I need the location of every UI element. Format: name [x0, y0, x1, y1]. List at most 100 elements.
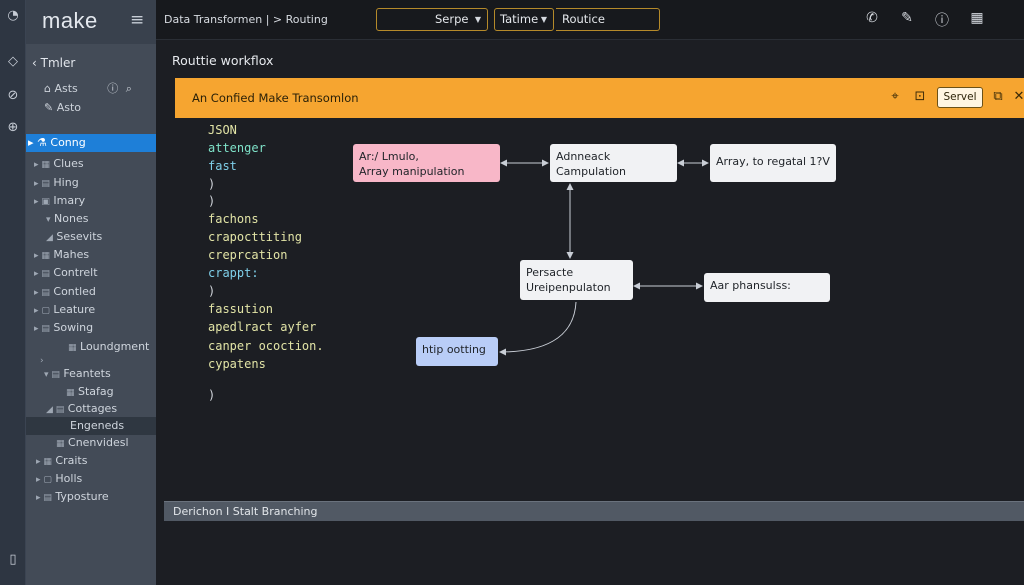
sidebar-item-icon: ▸ ▤ — [34, 269, 50, 279]
alert-banner: An Confied Make Transomlon ⌖ ⊡ Servel ⧉ … — [175, 78, 1024, 118]
dropdown-arrow-icon: ▼ — [540, 15, 547, 24]
logo-glyph-icon[interactable]: ◔ — [7, 8, 19, 23]
search-icon[interactable]: ⌕ — [125, 82, 132, 95]
sidebar-item-icon: ▸ ▦ — [36, 457, 52, 467]
globe-icon[interactable]: ⊕ — [7, 120, 19, 135]
node-regatal[interactable]: Array, to regatal 1?V — [710, 144, 836, 182]
sidebar-item-sowing[interactable]: ▸ ▤ Sowing — [26, 319, 156, 337]
routice-select[interactable]: Routice — [556, 8, 660, 31]
sidebar-item-icon: ▸ ▢ — [34, 306, 50, 316]
node-array-manipulation[interactable]: Ar:/ Lmulo, Array manipulation — [353, 144, 500, 182]
sidebar-item-icon: ▸ ▦ — [34, 251, 50, 261]
sidebar-item-mahes[interactable]: ▸ ▦ Mahes — [26, 246, 156, 264]
sidebar-item-icon: ▸ ⚗ — [28, 136, 47, 149]
info-icon[interactable]: ⓘ — [935, 13, 949, 29]
pen-icon[interactable]: ✎ — [901, 10, 913, 26]
collapse-chevron-icon[interactable]: › — [40, 356, 44, 366]
code-line: ) — [208, 284, 216, 298]
edit-icon: ✎ — [44, 101, 57, 114]
sidebar-item-nones[interactable]: ▾ Nones — [26, 210, 156, 228]
sidebar-item-icon: ▦ — [56, 439, 65, 449]
copy-icon[interactable]: ⧉ — [993, 89, 1003, 104]
sidebar-header: make ≡ — [26, 0, 156, 44]
code-line: ) — [208, 388, 216, 402]
sidebar-item-icon: ▾ — [46, 215, 51, 225]
tatime-select[interactable]: Tatime▼ — [494, 8, 554, 31]
sidebar-item-cnenvidesl[interactable]: ▦ Cnenvidesl — [26, 434, 156, 452]
code-line: ) — [208, 177, 216, 191]
sidebar-sub-item[interactable]: ✎ Asto — [44, 101, 82, 114]
serpe-select[interactable]: Serpe▼ — [376, 8, 488, 31]
code-line: crappt: — [208, 266, 259, 280]
sidebar-item-engeneds[interactable]: Engeneds — [26, 417, 156, 435]
sidebar-item-icon: ▸ ▦ — [34, 160, 50, 170]
sidebar-item-icon: ◢ — [46, 233, 53, 243]
breadcrumb[interactable]: Data Transformen | > Routing — [164, 13, 328, 26]
chevron-left-icon: ‹ — [32, 56, 41, 70]
top-bar: Data Transformen | > Routing Serpe▼ Tati… — [156, 0, 1024, 40]
sidebar-item-leature[interactable]: ▸ ▢ Leature — [26, 301, 156, 319]
code-line: ) — [208, 194, 216, 208]
phone-icon[interactable]: ✆ — [866, 10, 878, 26]
help-circle-icon[interactable]: ⓘ — [107, 82, 119, 95]
close-icon[interactable]: ✕ — [1013, 89, 1024, 104]
sidebar-item-icon: ▸ ▢ — [36, 475, 52, 485]
sidebar-item-hing[interactable]: ▸ ▤ Hing — [26, 174, 156, 192]
sidebar-item-contrelt[interactable]: ▸ ▤ Contrelt — [26, 264, 156, 282]
code-line: fast — [208, 159, 237, 173]
sidebar-item-holls[interactable]: ▸ ▢ Holls — [26, 470, 156, 488]
help-icon[interactable]: ▯ — [9, 552, 17, 567]
code-line: JSON — [208, 123, 237, 137]
sidebar-item-loundgment[interactable]: ▦ Loundgment — [26, 338, 156, 356]
node-persacte[interactable]: Persacte Ureipenpulaton — [520, 260, 633, 300]
sidebar-item-icon: ▸ ▤ — [34, 288, 50, 298]
code-line: creprcation — [208, 248, 288, 262]
sidebar-item-cottages[interactable]: ◢ ▤ Cottages — [26, 400, 156, 418]
servel-button[interactable]: Servel — [937, 87, 983, 108]
icon-rail: ◔ ◇ ⊘ ⊕ ▯ — [0, 0, 26, 585]
sidebar-item-stafag[interactable]: ▦ Stafag — [26, 383, 156, 401]
sidebar-item-icon: ▸ ▤ — [34, 324, 50, 334]
status-text: Derichon I Stalt Branching — [173, 505, 318, 518]
sidebar-section-header[interactable]: ‹ Tmler — [32, 56, 76, 70]
sidebar-item-typosture[interactable]: ▸ ▤ Typosture — [26, 488, 156, 506]
code-line: cypatens — [208, 357, 266, 371]
code-line: apedlract ayfer — [208, 320, 317, 334]
diamond-icon[interactable]: ◇ — [8, 54, 18, 69]
sidebar-item-icon: ▸ ▤ — [36, 493, 52, 503]
sidebar-item-icon: ◢ ▤ — [46, 405, 65, 415]
code-line: crapocttiting — [208, 230, 302, 244]
status-bar: Derichon I Stalt Branching — [164, 501, 1024, 521]
page-title: Routtie workflox — [172, 53, 274, 68]
sidebar-item-conng[interactable]: ▸ ⚗ Conng — [26, 134, 156, 152]
sidebar-item-icon: ▦ — [68, 343, 77, 353]
sidebar-item-imary[interactable]: ▸ ▣ Imary — [26, 192, 156, 210]
sidebar-item-feantets[interactable]: ▾ ▤ Feantets — [26, 365, 156, 383]
main-area: Routtie workflox An Confied Make Transom… — [156, 40, 1024, 585]
target-icon[interactable]: ⌖ — [891, 89, 899, 104]
sidebar-item-icon: ▾ ▤ — [44, 370, 60, 380]
app-logo: make — [42, 8, 98, 33]
banner-text: An Confied Make Transomlon — [192, 91, 359, 105]
node-http[interactable]: htip ootting — [416, 337, 498, 366]
node-phansulss[interactable]: Aar phansulss: — [704, 273, 830, 302]
code-line: fassution — [208, 302, 274, 316]
sidebar-item-sesevits[interactable]: ◢ Sesevits — [26, 228, 156, 246]
sidebar-item-icon: ▦ — [66, 388, 75, 398]
sidebar-item-icon: ▸ ▣ — [34, 197, 50, 207]
code-line: attenger — [208, 141, 266, 155]
link-icon[interactable]: ⊘ — [7, 88, 19, 103]
sidebar-item-contled[interactable]: ▸ ▤ Contled — [26, 283, 156, 301]
sidebar-item-clues[interactable]: ▸ ▦ Clues — [26, 155, 156, 173]
tag-icon: ⌂ — [44, 82, 55, 95]
sidebar-item-craits[interactable]: ▸ ▦ Craits — [26, 452, 156, 470]
grid-icon[interactable]: ▦ — [970, 10, 984, 26]
dropdown-arrow-icon: ▼ — [474, 15, 481, 24]
lock-icon[interactable]: ⊡ — [914, 89, 926, 104]
sidebar-sub-item[interactable]: ⌂ Asts ⓘ ⌕ — [44, 82, 132, 95]
node-computation[interactable]: Adnneack Campulation — [550, 144, 677, 182]
edge-persacte-http — [499, 301, 577, 356]
sidebar-item-icon: ▸ ▤ — [34, 179, 50, 189]
hamburger-menu-icon[interactable]: ≡ — [130, 10, 145, 30]
